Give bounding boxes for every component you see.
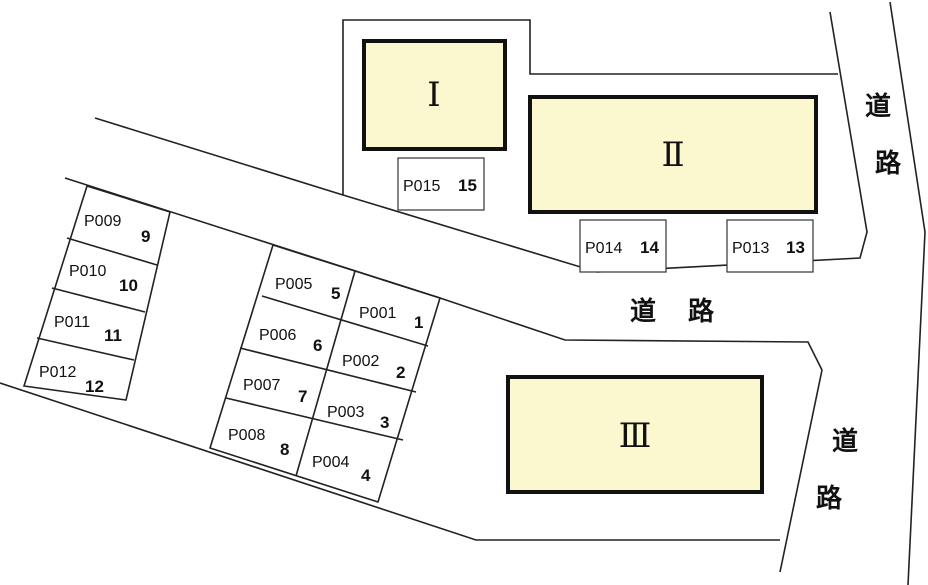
divider	[66, 237, 158, 266]
building-3-label: Ⅲ	[619, 416, 652, 456]
road-label-char: 道	[832, 426, 858, 457]
road-label-char: 道	[865, 91, 891, 122]
parking-number: 7	[298, 387, 307, 406]
parking-code: P004	[312, 454, 349, 471]
building-1-label: Ⅰ	[427, 75, 440, 115]
road-label-char: 路	[816, 483, 843, 514]
parking-box-15	[397, 157, 485, 211]
divider	[295, 270, 356, 477]
parking-number: 1	[414, 313, 423, 332]
parking-block-center	[209, 243, 441, 504]
building-3	[506, 375, 764, 494]
parking-code: P013	[732, 240, 769, 257]
parking-number: 11	[104, 326, 122, 345]
parking-code: P011	[54, 314, 90, 331]
parking-box-14	[579, 219, 667, 273]
parking-number: 6	[313, 336, 322, 355]
parking-code: P007	[243, 377, 280, 394]
building-2-label: Ⅱ	[661, 135, 684, 175]
parking-box-13	[726, 219, 814, 273]
divider	[225, 397, 404, 441]
parking-code: P001	[359, 305, 396, 322]
parking-number: 9	[141, 227, 150, 246]
divider	[51, 287, 146, 313]
parking-code: P014	[585, 240, 622, 257]
divider	[239, 347, 417, 393]
parking-block-west	[22, 184, 171, 401]
building-2	[528, 95, 818, 214]
parking-code: P006	[259, 327, 296, 344]
divider	[36, 337, 135, 361]
parking-number: 3	[380, 413, 389, 432]
parking-number: 13	[786, 238, 805, 257]
parking-number: 4	[361, 466, 371, 485]
parking-code: P015	[403, 178, 440, 195]
parking-number: 2	[396, 363, 405, 382]
parking-number: 8	[280, 440, 289, 459]
parking-code: P002	[342, 353, 379, 370]
parking-number: 15	[458, 176, 477, 195]
parking-code: P010	[69, 263, 106, 280]
parking-number: 10	[119, 276, 138, 295]
parking-code: P003	[327, 404, 364, 421]
parking-number: 5	[331, 284, 340, 303]
parking-block-center-outline	[209, 243, 441, 504]
parking-code: P009	[84, 213, 121, 230]
parking-code: P005	[275, 276, 312, 293]
divider	[261, 295, 429, 347]
parking-block-west-outline	[22, 184, 171, 401]
lot-boundary-north	[342, 19, 838, 195]
parking-number: 14	[640, 238, 659, 257]
road-edge-east	[889, 1, 926, 585]
road-label-char: 路	[875, 148, 902, 179]
building-1	[362, 39, 507, 151]
site-boundary-south	[0, 382, 780, 541]
parking-code: P008	[228, 427, 265, 444]
road-label-char: 道	[630, 296, 656, 327]
parking-code: P012	[39, 364, 76, 381]
road-labels: 道 路 道 路 道 路	[630, 91, 902, 514]
road-label-char: 路	[688, 296, 715, 327]
parking-number: 12	[85, 377, 104, 396]
parking-labels: P001 1 P002 2 P003 3 P004 4 P005 5 P006 …	[39, 176, 805, 485]
